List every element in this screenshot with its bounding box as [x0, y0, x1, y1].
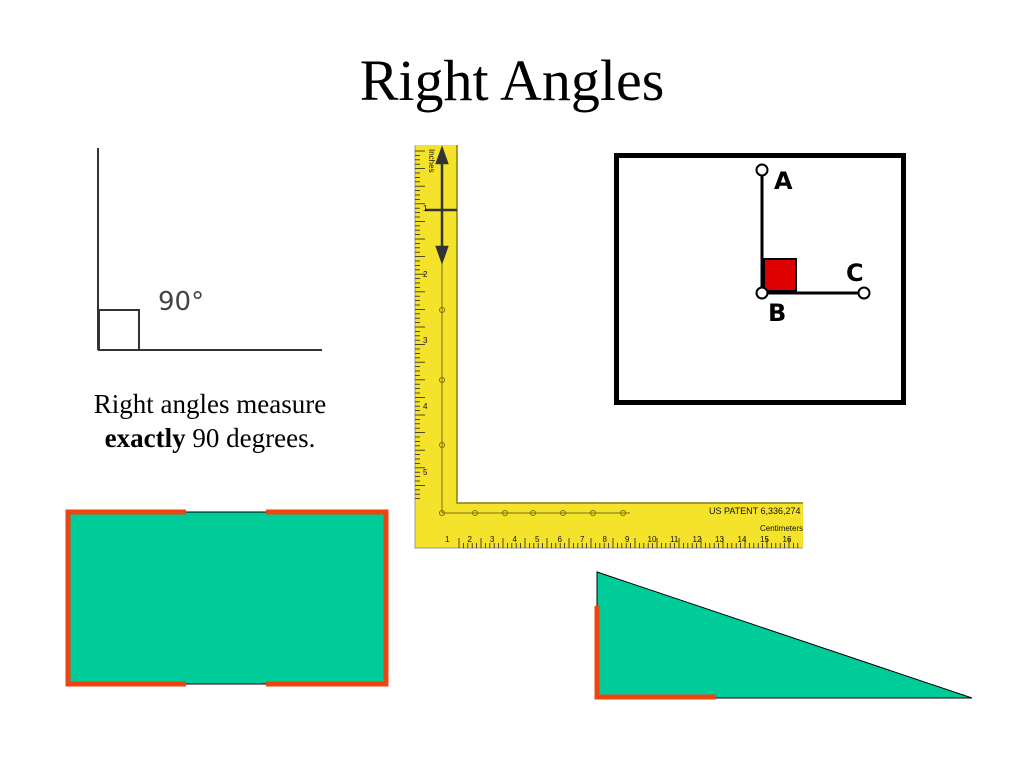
point-c-dot: [857, 286, 871, 300]
point-c-label: C: [846, 259, 864, 287]
right-angle-marker: [98, 309, 140, 351]
inch-tick-label: 3: [423, 336, 428, 345]
carpenter-square: Inches US PATENT 6,336,274 Centimeters 1…: [414, 145, 803, 549]
inch-tick-label: 2: [423, 270, 428, 279]
cm-tick-label: 9: [625, 535, 630, 544]
cm-tick-label: 2: [468, 535, 473, 544]
inch-tick-label: 4: [423, 402, 428, 411]
ruler-inner-edge: [456, 145, 803, 504]
inches-label: Inches: [427, 149, 436, 173]
point-b-label: B: [768, 299, 786, 327]
rectangle-corner-accents: [65, 509, 389, 687]
triangle-body: [596, 571, 973, 699]
cm-tick-label: 1: [445, 535, 450, 544]
ruler-vertical-arm: [415, 145, 457, 548]
cm-tick-label: 3: [490, 535, 495, 544]
abc-frame: [614, 153, 906, 405]
angle-label: 90°: [158, 287, 204, 317]
cm-tick-label: 4: [513, 535, 518, 544]
cm-tick-label: 11: [670, 535, 679, 544]
horizontal-ticks: [458, 538, 799, 548]
caption-rest: 90 degrees.: [185, 422, 316, 453]
green-rectangle: [65, 509, 389, 687]
point-b-dot: [755, 286, 769, 300]
cm-tick-label: 7: [580, 535, 585, 544]
centimeters-label: Centimeters: [760, 524, 803, 533]
patent-label: US PATENT 6,336,274: [709, 506, 801, 516]
cm-tick-label: 16: [783, 535, 792, 544]
cm-tick-label: 8: [603, 535, 608, 544]
abc-angle-diagram: A B C: [614, 153, 906, 405]
triangle-corner-accent: [594, 606, 716, 700]
right-angle-marker-red: [763, 258, 797, 292]
rectangle-body: [67, 511, 387, 685]
vertical-ticks: [415, 150, 425, 500]
inch-tick-label: 1: [423, 204, 428, 213]
cm-tick-label: 14: [738, 535, 747, 544]
point-a-label: A: [774, 167, 793, 195]
cm-tick-label: 12: [693, 535, 702, 544]
caption: Right angles measure exactly 90 degrees.: [40, 388, 380, 456]
ruler-horizontal-arm: [415, 503, 803, 548]
cm-tick-label: 13: [715, 535, 724, 544]
cm-tick-label: 10: [648, 535, 657, 544]
right-angle-diagram: 90°: [97, 148, 322, 351]
cm-tick-label: 5: [535, 535, 540, 544]
slide-title: Right Angles: [359, 48, 665, 113]
ruler-outline: [414, 145, 803, 549]
inch-tick-labels: 1 2 3 4 5: [423, 204, 428, 477]
inch-tick-label: 5: [423, 468, 428, 477]
caption-line1: Right angles measure: [93, 389, 327, 419]
cm-tick-label: 15: [760, 535, 769, 544]
guide-dots: [439, 307, 626, 516]
caption-emphasis: exactly: [104, 422, 186, 453]
cm-tick-label: 6: [558, 535, 563, 544]
point-a-dot: [755, 163, 769, 177]
green-triangle: [594, 571, 973, 700]
double-arrow-icon: [425, 145, 457, 265]
